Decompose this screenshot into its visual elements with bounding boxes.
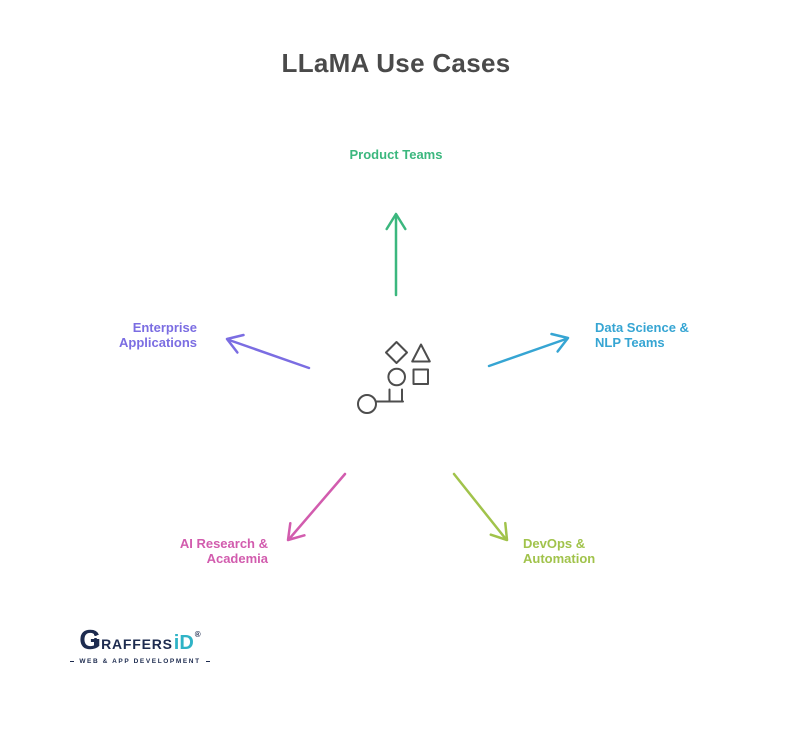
arrow-devops [452, 472, 509, 542]
arrow-product-teams [385, 212, 407, 297]
label-product-teams: Product Teams [349, 147, 443, 162]
shapes-and-key-icon [357, 341, 431, 414]
logo-tagline: WEB & APP DEVELOPMENT [70, 658, 210, 665]
circle-shape [387, 367, 407, 387]
tagline-text: WEB & APP DEVELOPMENT [79, 658, 201, 665]
label-enterprise-applications: Enterprise Applications [118, 320, 197, 350]
arrow-ai-research [286, 472, 347, 542]
tagline-dash-left [70, 661, 75, 662]
triangle-shape [411, 343, 431, 363]
page-title: LLaMA Use Cases [281, 48, 511, 78]
arrow-enterprise-applications [225, 333, 311, 370]
arrow-data-science [487, 332, 570, 368]
label-ai-research-academia: AI Research & Academia [179, 536, 268, 566]
logo-raffers-text: RAFFERS [101, 636, 173, 652]
registered-trademark-icon: ® [194, 630, 201, 639]
logo-g-pencil-mark [94, 633, 98, 647]
square-shape [412, 368, 429, 385]
label-data-science-nlp-teams: Data Science & NLP Teams [595, 320, 689, 350]
label-devops-automation: DevOps & Automation [523, 536, 596, 566]
diamond-shape [385, 341, 408, 364]
key-shape [357, 388, 404, 414]
tagline-dash-right [205, 661, 210, 662]
logo-letter-g: G [79, 624, 102, 655]
logo-id-text: iD [173, 632, 194, 654]
